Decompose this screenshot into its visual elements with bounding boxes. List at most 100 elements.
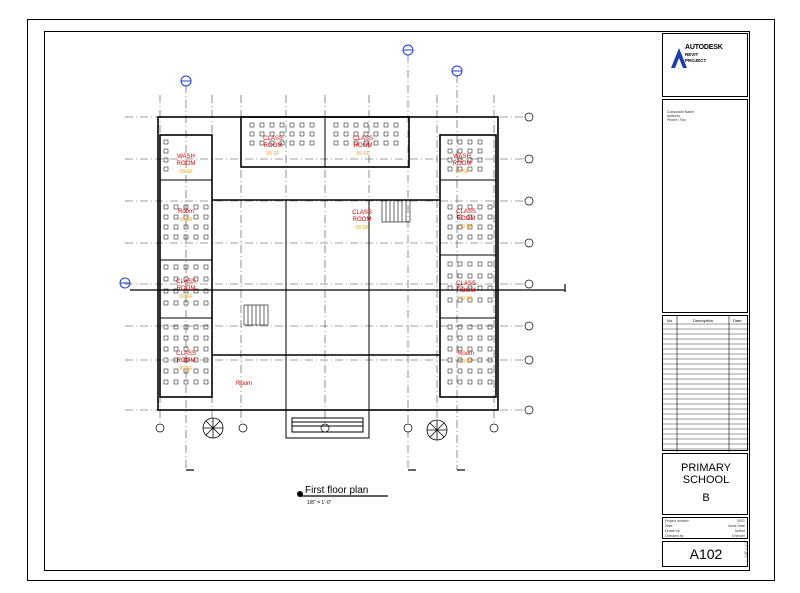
project-name-line-2: SCHOOL [682, 474, 730, 486]
desk [467, 368, 473, 374]
address-line-1: Consultant Name [667, 110, 695, 114]
desk [487, 214, 493, 220]
desk [467, 234, 473, 240]
desk [447, 139, 453, 145]
desk [163, 166, 169, 172]
desk [203, 300, 209, 306]
desk [447, 234, 453, 240]
desk [163, 214, 169, 220]
desk [183, 346, 189, 352]
logo-panel: AUTODESK REVIT PROJECT [662, 33, 748, 97]
desk [183, 357, 189, 363]
desk [333, 131, 339, 137]
desk [173, 204, 179, 210]
desk [203, 234, 209, 240]
meta-label-3: Checked by [665, 534, 684, 538]
desk [457, 204, 463, 210]
desk [203, 204, 209, 210]
desk [183, 288, 189, 294]
room-name-7: CLASS [352, 210, 372, 216]
desk [259, 140, 265, 146]
desk [447, 261, 453, 267]
desk [487, 297, 493, 303]
desk [193, 224, 199, 230]
desk [447, 148, 453, 154]
desk [173, 264, 179, 270]
desk [467, 224, 473, 230]
room-name-2: CLASS [353, 136, 373, 142]
desk [457, 139, 463, 145]
desk [163, 148, 169, 154]
desk [163, 276, 169, 282]
desk [193, 368, 199, 374]
desk [457, 157, 463, 163]
desk [163, 139, 169, 145]
sheet-inner-border [44, 31, 750, 571]
desk [203, 324, 209, 330]
desk [477, 204, 483, 210]
project-name-line-1: PRIMARY [681, 462, 731, 474]
room-name-6: ROOM [177, 358, 196, 364]
desk [467, 214, 473, 220]
desk [163, 234, 169, 240]
room-area-8: 99 SF [459, 224, 472, 230]
desk [163, 335, 169, 341]
desk [193, 300, 199, 306]
desk [467, 157, 473, 163]
desk [183, 324, 189, 330]
desk [457, 285, 463, 291]
desk [467, 261, 473, 267]
desk [309, 140, 315, 146]
room-name-6: CLASS [176, 351, 196, 357]
desk [279, 131, 285, 137]
desk [173, 276, 179, 282]
desk [353, 122, 359, 128]
room-name-1: CLASS [263, 136, 283, 142]
desk [457, 234, 463, 240]
room-name-0: WASH [177, 154, 195, 160]
room-name-2: ROOM [354, 143, 373, 149]
room-area-10: 99 SF [459, 359, 472, 365]
desk [363, 140, 369, 146]
desk [193, 264, 199, 270]
desk [467, 285, 473, 291]
desk [183, 204, 189, 210]
desk [487, 261, 493, 267]
revision-header-no: No. [667, 318, 674, 323]
room-name-4: Room [178, 209, 194, 215]
desk [447, 297, 453, 303]
room-name-8: ROOM [457, 216, 476, 222]
desk [203, 368, 209, 374]
desk [193, 214, 199, 220]
desk [173, 324, 179, 330]
desk [393, 140, 399, 146]
logo-brand: AUTODESK [685, 44, 723, 51]
desk [353, 131, 359, 137]
desk [183, 300, 189, 306]
room-name-10: Room [458, 351, 474, 357]
desk [467, 166, 473, 172]
desk [447, 204, 453, 210]
room-name-8: CLASS [456, 209, 476, 215]
desk [343, 131, 349, 137]
desk [393, 122, 399, 128]
room-name-5: CLASS [176, 279, 196, 285]
desk [203, 357, 209, 363]
desk [173, 357, 179, 363]
section-markers [119, 44, 463, 289]
desk [467, 139, 473, 145]
desk [163, 368, 169, 374]
desk [477, 285, 483, 291]
desk [447, 285, 453, 291]
view-scale: 1/8" = 1'-0" [307, 500, 332, 506]
autodesk-logo-icon [671, 48, 687, 68]
desk [193, 379, 199, 385]
desk [467, 346, 473, 352]
desk [457, 379, 463, 385]
desk [163, 379, 169, 385]
desk [163, 288, 169, 294]
desk [183, 234, 189, 240]
desk [467, 357, 473, 363]
desk [487, 234, 493, 240]
